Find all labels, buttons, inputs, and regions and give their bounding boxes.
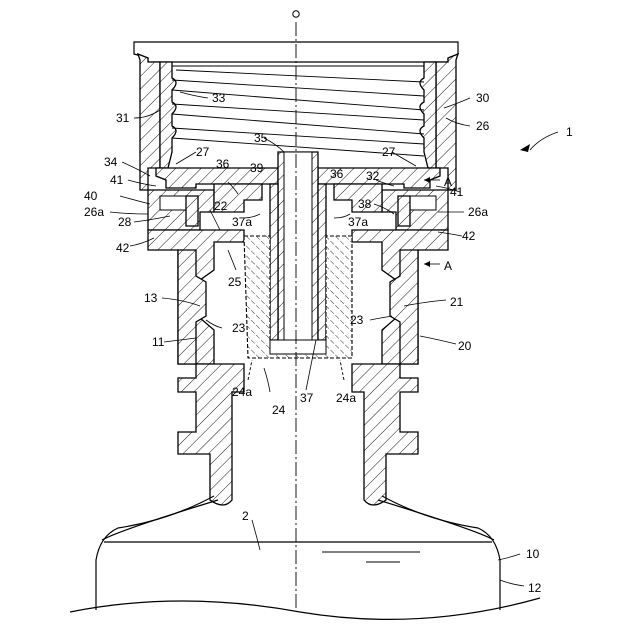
label-37a-left: 37a bbox=[232, 215, 252, 229]
label-22: 22 bbox=[214, 199, 228, 213]
label-40: 40 bbox=[84, 189, 98, 203]
label-12: 12 bbox=[528, 581, 542, 595]
label-37a-right: 37a bbox=[348, 215, 368, 229]
axis-marker bbox=[293, 11, 299, 17]
label-39: 39 bbox=[250, 161, 264, 175]
label-24a-left: 24a bbox=[232, 385, 252, 399]
label-26a-left: 26a bbox=[84, 205, 104, 219]
label-26a-right: 26a bbox=[468, 205, 488, 219]
label-35: 35 bbox=[254, 131, 268, 145]
label-42-right: 42 bbox=[462, 229, 476, 243]
bottle-body-10 bbox=[70, 496, 540, 619]
label-13: 13 bbox=[144, 291, 158, 305]
label-41-right: 41 bbox=[450, 185, 464, 199]
label-34: 34 bbox=[104, 155, 118, 169]
label-section-A-bottom: A bbox=[444, 259, 452, 273]
label-32: 32 bbox=[366, 169, 380, 183]
label-23-a: 23 bbox=[232, 321, 246, 335]
label-25: 25 bbox=[228, 275, 242, 289]
label-23-b: 23 bbox=[350, 313, 364, 327]
label-11: 11 bbox=[152, 335, 165, 349]
label-21: 21 bbox=[450, 295, 464, 309]
label-28: 28 bbox=[118, 215, 132, 229]
label-24: 24 bbox=[272, 403, 286, 417]
label-2: 2 bbox=[242, 509, 249, 523]
label-30: 30 bbox=[476, 91, 490, 105]
label-33: 33 bbox=[212, 91, 226, 105]
label-1: 1 bbox=[566, 125, 573, 139]
label-20: 20 bbox=[458, 339, 472, 353]
label-37: 37 bbox=[300, 391, 314, 405]
label-36-right: 36 bbox=[330, 167, 344, 181]
label-section-A-top: A bbox=[444, 175, 452, 189]
label-38: 38 bbox=[358, 197, 372, 211]
label-26: 26 bbox=[476, 119, 490, 133]
label-31: 31 bbox=[116, 111, 130, 125]
label-10: 10 bbox=[526, 547, 540, 561]
label-41-left: 41 bbox=[110, 173, 124, 187]
label-24a-right: 24a bbox=[336, 391, 356, 405]
label-42-left: 42 bbox=[116, 241, 130, 255]
label-27-left: 27 bbox=[196, 145, 210, 159]
label-36-left: 36 bbox=[216, 157, 230, 171]
label-27-right: 27 bbox=[382, 145, 396, 159]
